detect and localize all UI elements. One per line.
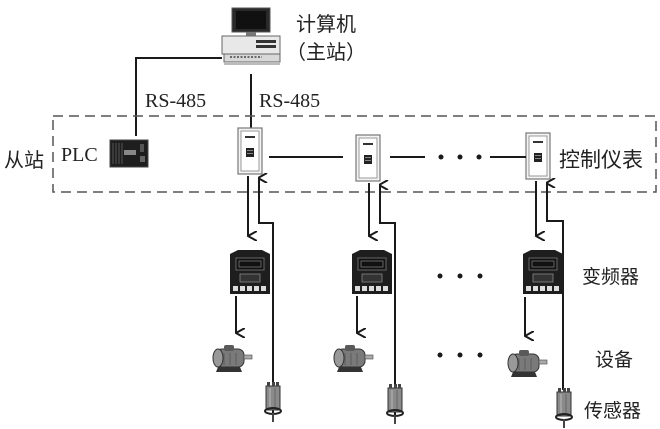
bus-ellipsis-dot xyxy=(476,154,482,160)
plc-icon xyxy=(109,139,149,168)
controller-icon-n xyxy=(525,132,551,180)
equipment-row-ellipsis xyxy=(437,352,483,358)
inverter-label: 变频器 xyxy=(582,266,640,288)
master-label-line1: 计算机 xyxy=(296,12,356,36)
branch-n xyxy=(507,181,573,429)
desktop-computer-icon xyxy=(221,7,281,65)
inverter-icon xyxy=(229,249,271,295)
motor-icon xyxy=(333,344,374,373)
master-label-line2: （主站） xyxy=(286,40,366,64)
rs485-link-plc xyxy=(135,57,222,136)
bus-ellipsis-dot xyxy=(457,154,463,160)
plc-label: PLC xyxy=(61,144,98,166)
rs485-label-left: RS-485 xyxy=(145,90,207,112)
controller-icon-2 xyxy=(355,134,381,182)
motor-icon xyxy=(507,349,548,378)
feedback-line xyxy=(379,185,396,420)
feedback-line xyxy=(546,183,564,390)
equipment-label: 设备 xyxy=(595,349,634,371)
feedback-line xyxy=(258,178,274,420)
sensor-icon xyxy=(264,381,282,423)
motor-icon xyxy=(212,344,253,373)
rs485-label-right: RS-485 xyxy=(259,90,321,112)
sensor-icon xyxy=(386,383,404,425)
inverter-icon xyxy=(351,249,393,295)
bus-ellipsis-dot xyxy=(438,154,444,160)
controller-icon-1 xyxy=(237,127,263,175)
branch-2 xyxy=(333,183,404,425)
slave-station-label: 从站 xyxy=(4,148,44,172)
inverter-row-ellipsis xyxy=(437,273,483,279)
sensor-label: 传感器 xyxy=(584,400,642,422)
controller-label: 控制仪表 xyxy=(559,148,643,172)
inverter-icon xyxy=(522,249,564,295)
sensor-icon xyxy=(555,387,573,429)
slave-station-box xyxy=(52,115,657,193)
branch-1 xyxy=(212,176,282,423)
